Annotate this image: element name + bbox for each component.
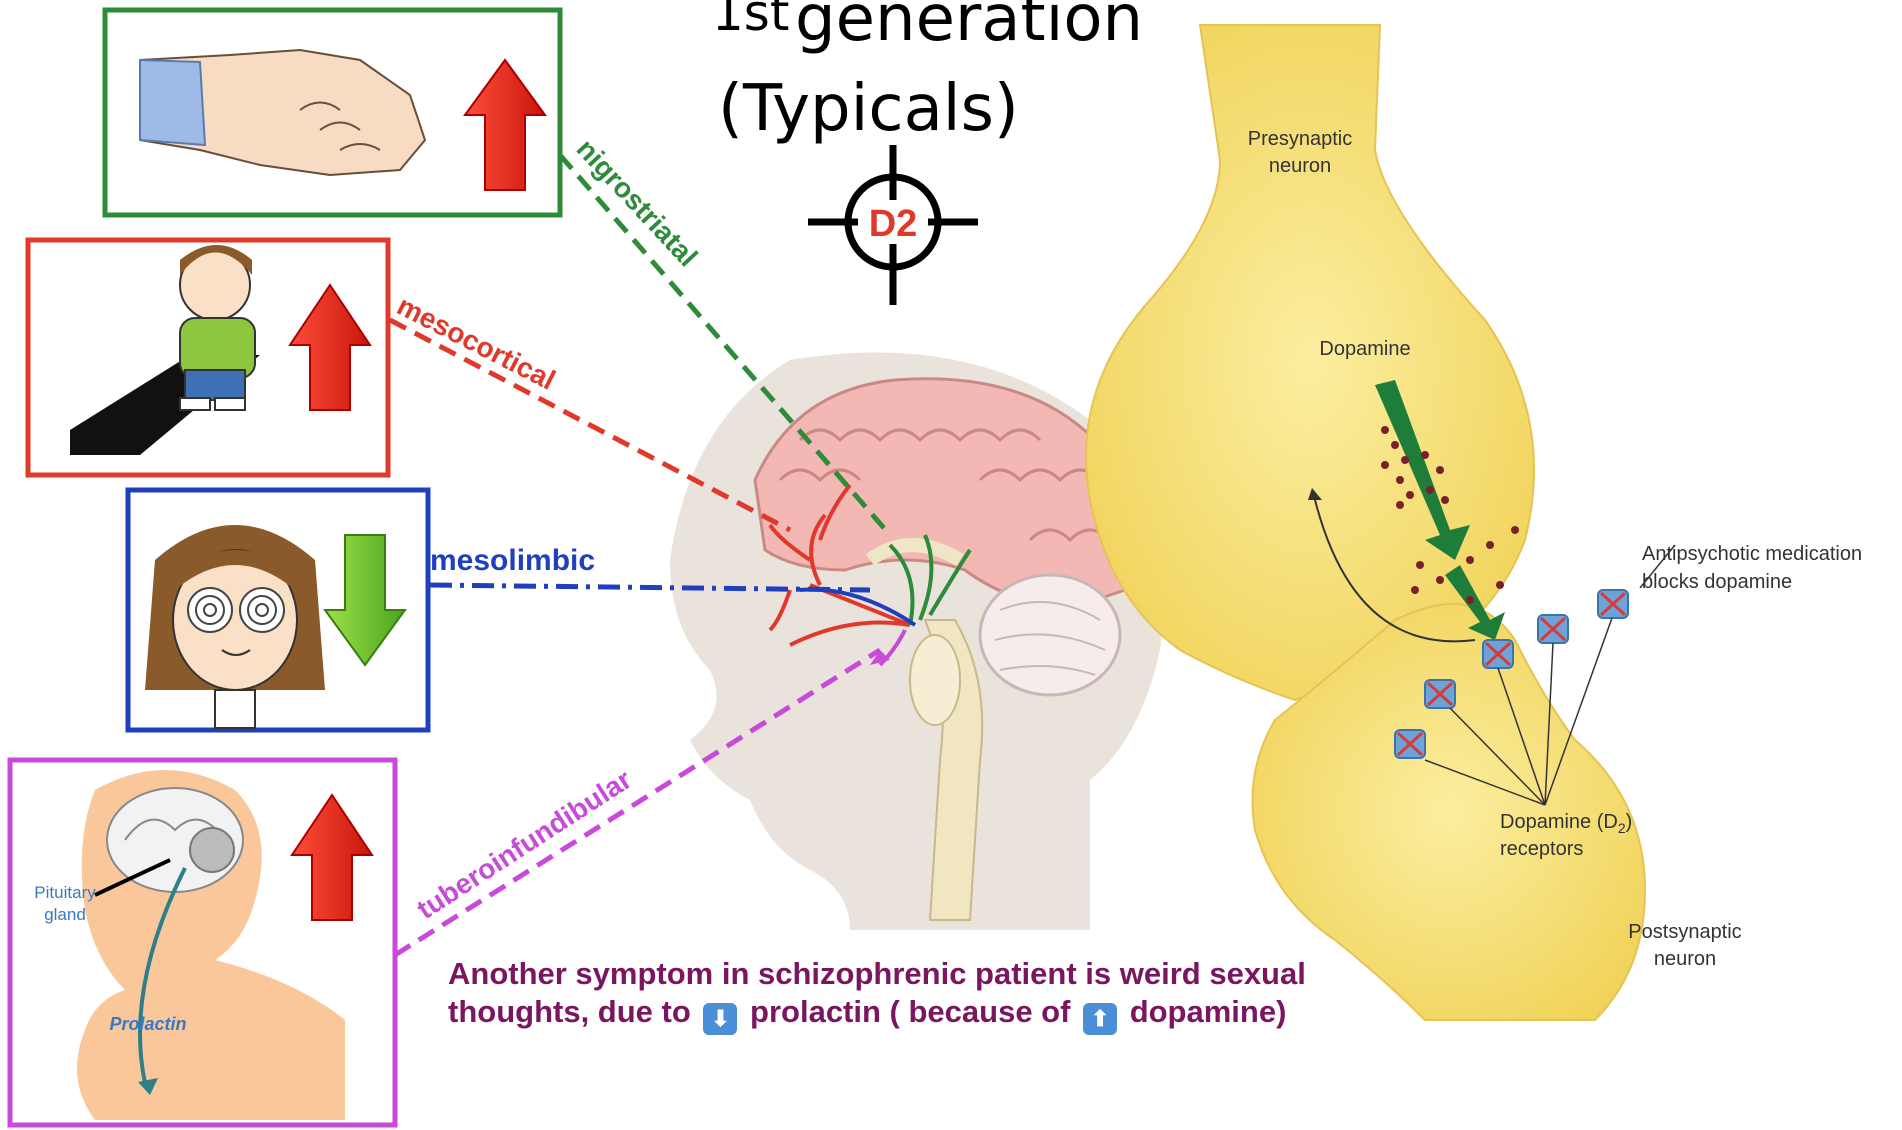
pathway-label-nigrostriatal: nigrostriatal	[571, 133, 704, 272]
blocked-receptor-icon	[1395, 730, 1425, 758]
synapse-diagram: Presynaptic neuron Dopamine Antipsychoti…	[1086, 25, 1862, 1020]
receptors-label-close: )	[1626, 811, 1633, 833]
title-line1: generation	[795, 0, 1143, 56]
pathway-label-mesolimbic: mesolimbic	[430, 544, 595, 577]
title-group: 1st generation (Typicals) D2	[712, 0, 1143, 305]
caption-line2: thoughts, due to ⬇ prolactin ( because o…	[448, 993, 1408, 1035]
dopamine-label: Dopamine	[1319, 338, 1410, 360]
presynaptic-label-line2: neuron	[1269, 155, 1331, 177]
up-arrow-icon: ⬆	[1083, 1003, 1117, 1035]
blocked-receptor-icon	[1598, 590, 1628, 618]
caption: Another symptom in schizophrenic patient…	[448, 955, 1408, 1035]
title-line2: (Typicals)	[718, 72, 1019, 146]
down-arrow-icon: ⬇	[703, 1003, 737, 1035]
blocked-receptor-icon	[1538, 615, 1568, 643]
pituitary-label-line2: gland	[44, 905, 86, 924]
receptors-label-main: Dopamine (D	[1500, 811, 1618, 833]
receptors-label-line2: receptors	[1500, 838, 1583, 860]
pituitary-label-line1: Pituitary	[34, 883, 96, 902]
target-label: D2	[869, 203, 918, 245]
presynaptic-label-line1: Presynaptic	[1248, 128, 1353, 150]
caption-line2-part-a: thoughts, due to	[448, 994, 691, 1029]
caption-line1: Another symptom in schizophrenic patient…	[448, 955, 1408, 993]
blocked-receptor-icon	[1425, 680, 1455, 708]
crosshair-target-icon: D2	[808, 145, 978, 305]
postsynaptic-label-line2: neuron	[1654, 948, 1716, 970]
receptors-label-sub: 2	[1618, 820, 1626, 836]
prolactin-label: Prolactin	[109, 1014, 186, 1034]
caption-line2-part-c: dopamine)	[1130, 994, 1287, 1029]
receptors-label-line1: Dopamine (D2)	[1500, 811, 1632, 836]
caption-line2-part-b: prolactin ( because of	[750, 994, 1070, 1029]
blocked-receptor-icon	[1483, 640, 1513, 668]
panel-hyperprolactinemia: Pituitary gland Prolactin	[10, 760, 395, 1125]
antipsychotic-label-line1: Antipsychotic medication	[1642, 543, 1862, 565]
pathway-label-tuberoinfundibular: tuberoinfundibular	[411, 763, 637, 925]
panel-positive-symptoms	[128, 490, 428, 730]
postsynaptic-label-line1: Postsynaptic	[1628, 921, 1741, 943]
pathway-label-mesocortical: mesocortical	[392, 290, 560, 396]
antipsychotic-label-line2: blocks dopamine	[1642, 571, 1792, 593]
title-superscript: 1st	[712, 0, 789, 42]
panel-tremor	[105, 10, 560, 215]
panel-negative-symptoms	[28, 240, 388, 475]
